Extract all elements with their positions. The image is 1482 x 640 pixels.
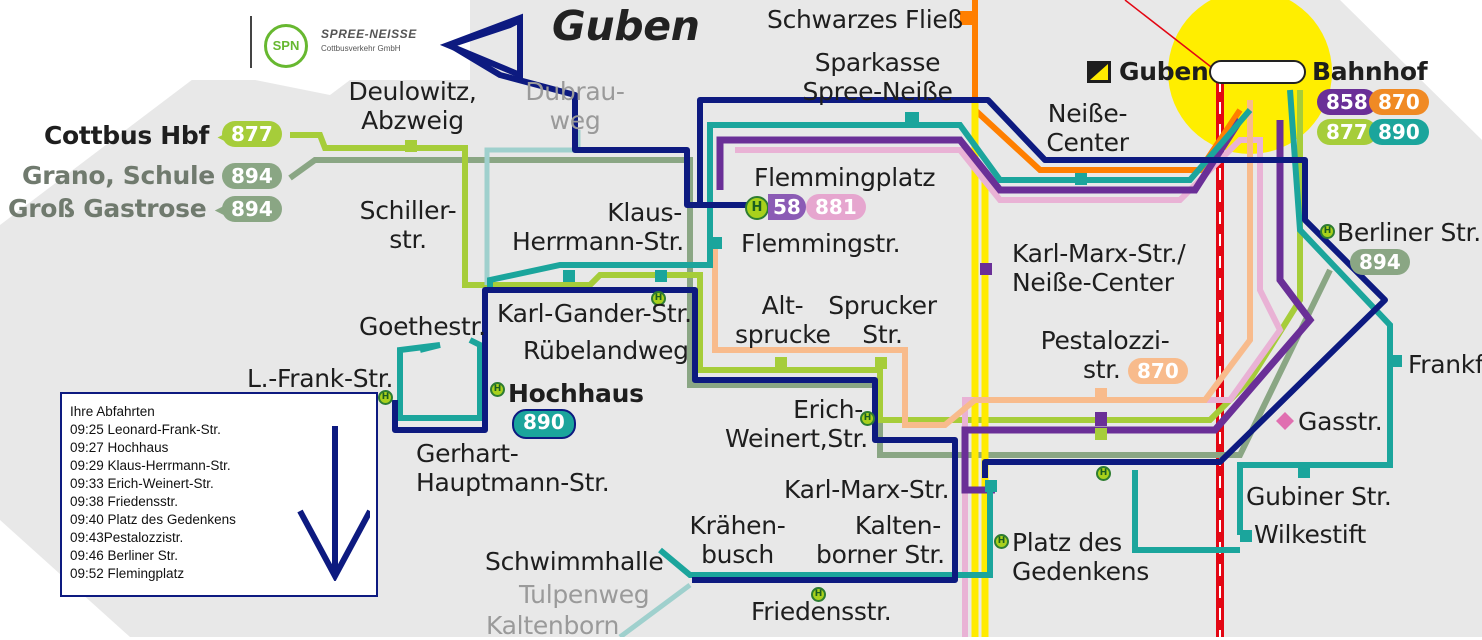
departure-item: 09:43Pestalozzistr.: [70, 530, 184, 545]
badge-hochhaus-890: 890: [512, 409, 576, 439]
halt-friedensstr: H: [811, 587, 826, 602]
departure-item: 09:27 Hochhaus: [70, 440, 169, 455]
line-yellow: [971, 100, 989, 637]
line-858: [716, 118, 1315, 494]
logo-mark: SPN: [264, 24, 308, 68]
stop-gasstr: Gasstr.: [1298, 407, 1383, 436]
stop-goethestr: Goethestr.: [359, 312, 486, 341]
line-890: [397, 89, 1393, 578]
halt-l-frank: H: [378, 390, 393, 405]
halt-hochhaus: H: [490, 382, 505, 397]
departure-item: 09:46 Berliner Str.: [70, 548, 179, 563]
departure-item: 09:29 Klaus-Herrmann-Str.: [70, 458, 231, 473]
stop-tulpenweg: Tulpenweg: [519, 580, 650, 609]
destination-cottbus: Cottbus Hbf ◀: [44, 121, 237, 150]
station-badge-870: 870: [1369, 89, 1429, 115]
stop-schwarzes-fliess: Schwarzes Fließ: [767, 5, 963, 34]
stop-erich-weinert: Erich-Weinert,Str.: [725, 395, 868, 453]
stop-friedensstr: Friedensstr.: [751, 597, 892, 626]
stop-kraehenbusch: Krähen-busch: [689, 511, 786, 569]
station-pill: [1209, 60, 1306, 84]
badge-flemmingplatz-881: 881: [806, 194, 866, 220]
map-title: Guben: [552, 2, 700, 50]
stop-deulowitz: Deulowitz,Abzweig: [348, 77, 477, 135]
badge-flemmingplatz-858: 58: [768, 194, 806, 220]
stop-dubrauweg: Dubrau-weg: [525, 77, 625, 135]
stop-kaltenborn: Kaltenborn: [486, 611, 620, 640]
halt-flemmingplatz: H: [745, 196, 769, 220]
halt-platz-gedenkens: H: [994, 534, 1009, 549]
logo-brand: SPREE-NEISSE: [321, 27, 417, 41]
logo: SPN: [250, 16, 450, 71]
line-peach: [712, 100, 1253, 428]
stop-gerhart: Gerhart-Hauptmann-Str.: [416, 439, 610, 497]
gasstr-marker: [1276, 412, 1294, 430]
stop-flemmingstr: Flemmingstr.: [741, 229, 901, 258]
stop-hochhaus: Hochhaus: [508, 379, 644, 408]
departure-item: 09:25 Leonard-Frank-Str.: [70, 422, 221, 437]
stop-pestalozzi: Pestalozzi-str.: [1040, 326, 1170, 384]
halt-karl-gander: H: [651, 291, 666, 306]
station-label-left: Guben: [1119, 57, 1209, 86]
departure-item: 09:38 Friedensstr.: [70, 494, 179, 509]
stop-altsprucke: Alt-sprucke: [735, 291, 831, 349]
stop-karl-marx: Karl-Marx-Str.: [784, 475, 950, 504]
stop-kaltenborner: Kalten-borner Str.: [816, 511, 945, 569]
destination-grano: Grano, Schule ◀: [22, 161, 243, 190]
logo-subtitle: Cottbusverkehr GmbH: [321, 44, 401, 53]
stop-berliner: Berliner Str.: [1337, 218, 1481, 247]
departures-heading: Ihre Abfahrten: [70, 404, 155, 419]
stop-klaus-herrmann: Klaus-Herrmann-Str.: [512, 198, 684, 256]
destination-grano-badge: 894: [222, 163, 282, 189]
stop-gubiner: Gubiner Str.: [1246, 482, 1392, 511]
stop-ruebelandweg: Rübelandweg: [523, 336, 689, 365]
station-label-right: Bahnhof: [1312, 57, 1428, 86]
departures-box: Ihre Abfahrten 09:25 Leonard-Frank-Str. …: [60, 392, 378, 597]
badge-berliner-894: 894: [1350, 249, 1410, 275]
stop-markers: [563, 173, 1402, 542]
stop-l-frank: L.-Frank-Str.: [247, 364, 394, 393]
down-arrow-icon: [297, 426, 370, 581]
departure-item: 09:40 Platz des Gedenkens: [70, 512, 236, 527]
stop-karl-marx-neisse: Karl-Marx-Str./Neiße-Center: [1012, 239, 1186, 297]
station-badge-877: 877: [1317, 119, 1377, 145]
halt-pestalozzi: H: [1096, 466, 1111, 481]
departure-item: 09:52 Flemingplatz: [70, 566, 185, 581]
stop-neisse-center: Neiße-Center: [1046, 99, 1129, 157]
station-badge-890: 890: [1369, 119, 1429, 145]
station-badge-858: 858: [1317, 89, 1377, 115]
destination-cottbus-badge: 877: [222, 121, 282, 147]
halt-erich-weinert: H: [860, 411, 875, 426]
stop-wilkestift: Wilkestift: [1254, 520, 1366, 549]
stop-schwimmhalle: Schwimmhalle: [485, 547, 664, 576]
destination-gastrose-badge: 894: [222, 196, 282, 222]
stop-frankf: Frankf: [1408, 350, 1482, 379]
stop-karl-gander: Karl-Gander-Str.: [497, 299, 692, 328]
halt-berliner: H: [1320, 224, 1335, 239]
destination-gastrose: Groß Gastrose ◀: [8, 194, 234, 223]
stop-flemmingplatz: Flemmingplatz: [754, 163, 936, 192]
departure-item: 09:33 Erich-Weinert-Str.: [70, 476, 214, 491]
stop-schillerstr: Schiller-str.: [359, 196, 457, 254]
badge-pestalozzi-870: 870: [1128, 358, 1188, 384]
